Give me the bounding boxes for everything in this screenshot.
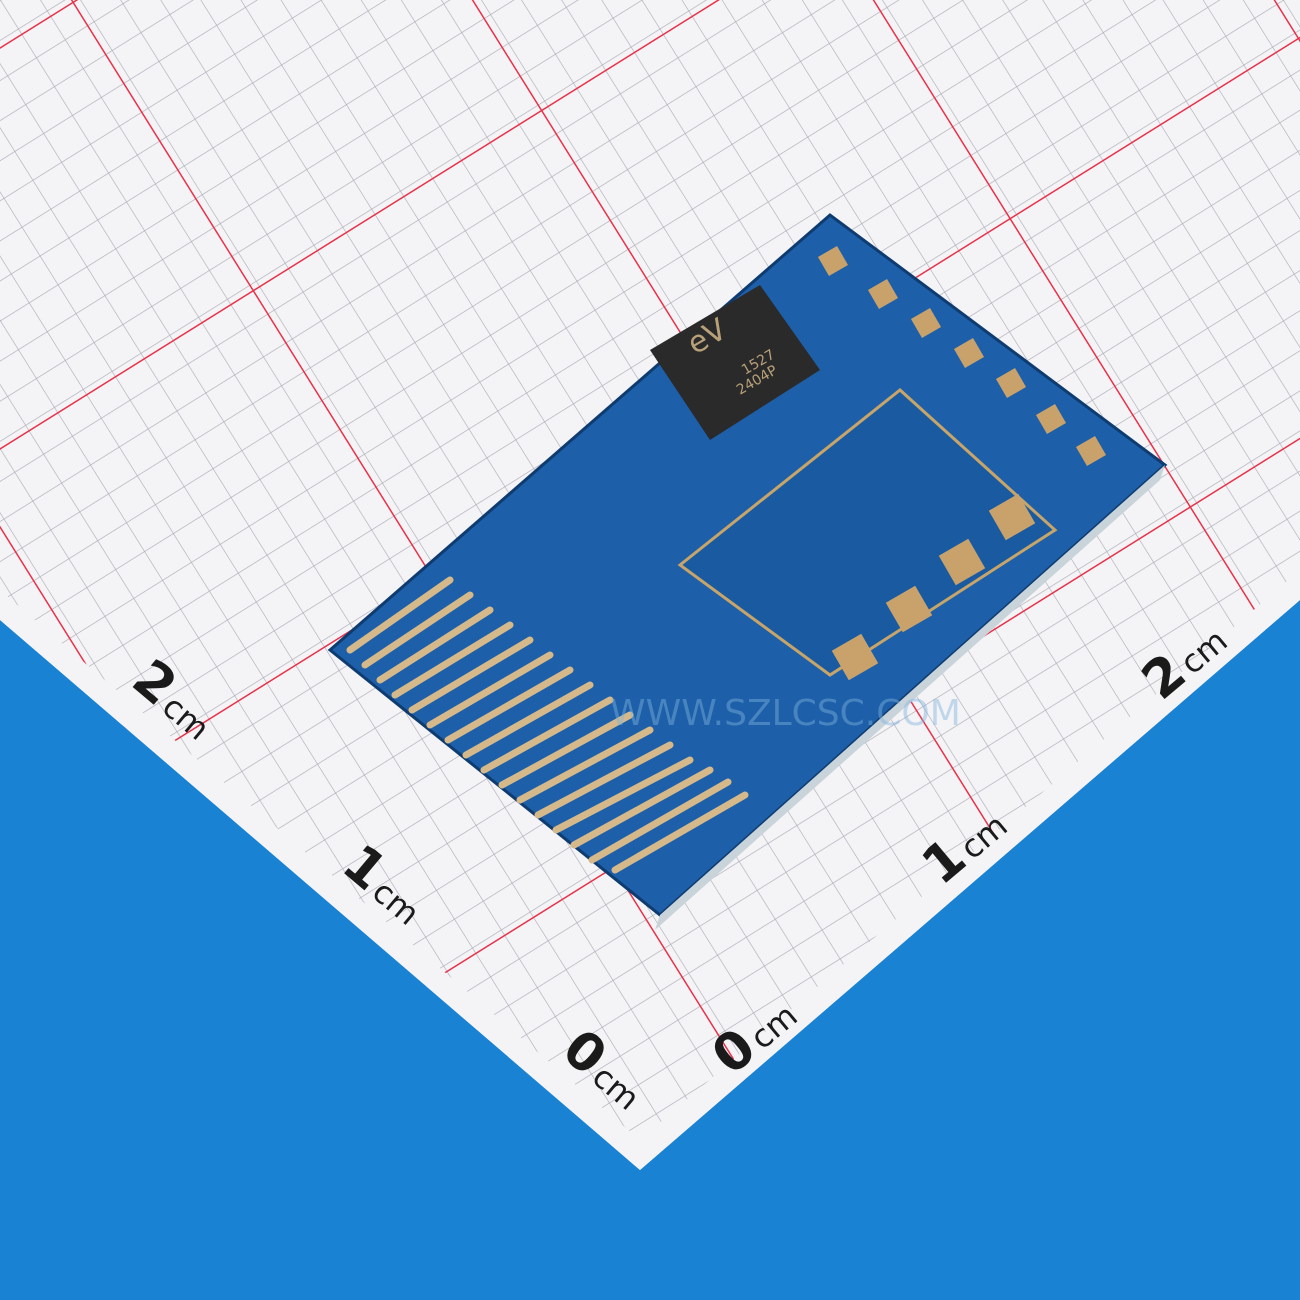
ic-chip [650,285,820,440]
pcb-module: eV 1527 2404P [327,213,1168,930]
blue-mat [0,600,1300,1300]
daughter-board [677,388,1058,677]
watermark: WWW.SZLCSC.COM [610,693,961,734]
